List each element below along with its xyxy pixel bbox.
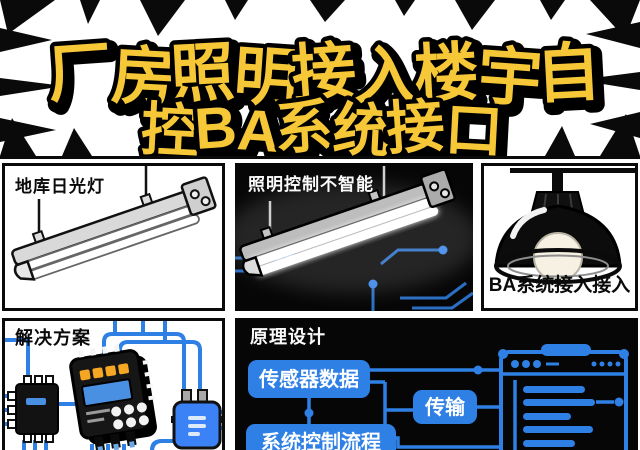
flow-diagram: 传感器数据 系统控制流程 传输: [246, 344, 629, 450]
panel-solution: 解决方案: [2, 318, 225, 450]
controller-wiring-icon: [5, 321, 222, 450]
ba-access-label: BA系统接入接入: [488, 275, 631, 296]
transfer-box-label: 传输: [424, 395, 466, 419]
panel-principle-design: 传感器数据 系统控制流程 传输: [235, 318, 638, 450]
solution-label: 解决方案: [15, 328, 91, 348]
fluorescent-light-icon: [11, 166, 217, 281]
not-smart-label: 照明控制不智能: [248, 175, 374, 194]
glowing-fluorescent-light-icon: [235, 166, 473, 311]
connector-dots: [304, 365, 624, 418]
basement-light-label: 地库日光灯: [15, 177, 105, 196]
system-flow-box: [246, 424, 396, 450]
page-title-line2-shadow: 控BA系统接口: [143, 97, 506, 156]
controller-icon: [69, 344, 157, 450]
page-title-line2: 控BA系统接口: [139, 93, 502, 156]
system-flow-box-label: 系统控制流程: [261, 430, 381, 450]
junction-box-icon: [7, 375, 59, 443]
page-title-line1-shadow: 厂房照明接入楼宇自: [49, 40, 603, 120]
principle-design-label: 原理设计: [250, 327, 326, 347]
panel-ba-access: BA系统接入接入: [481, 163, 638, 311]
panel-lighting-not-smart: 照明控制不智能: [235, 163, 473, 311]
header-divider: [0, 156, 640, 159]
relay-icon: [171, 389, 222, 450]
title-banner: 厂房照明接入楼宇自 控BA系统接口 厂房照明接入楼宇自 控BA系统接口: [0, 0, 640, 156]
panel-basement-light: 地库日光灯: [2, 163, 225, 311]
transfer-box: [413, 390, 477, 424]
page-title-line1: 厂房照明接入楼宇自: [45, 35, 599, 115]
browser-window-icon: [498, 344, 629, 450]
speed-lines-icon: [0, 0, 640, 156]
sensor-data-box-label: 传感器数据: [258, 367, 359, 391]
pendant-lamp-icon: [494, 168, 635, 284]
sensor-data-box: [248, 360, 370, 398]
